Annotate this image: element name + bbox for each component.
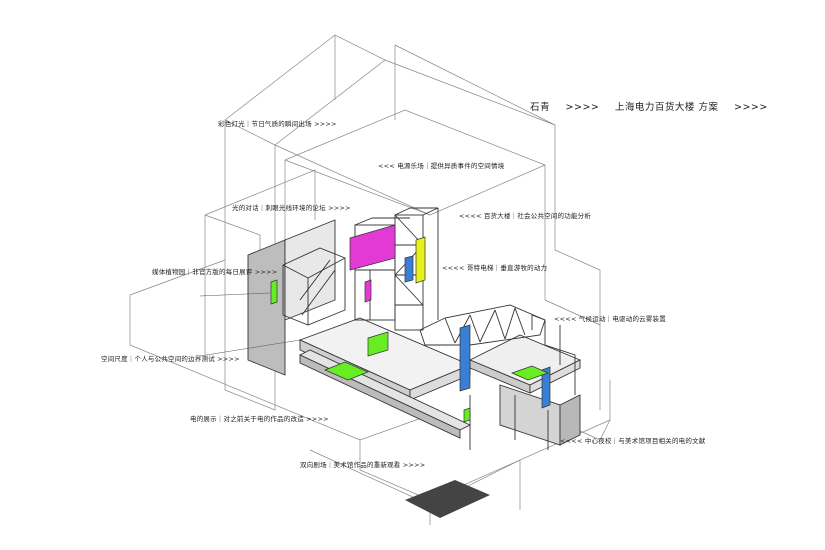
color-panels [270, 224, 551, 423]
magenta-panel [349, 224, 396, 271]
label-escalator: <<<< 哥特电梯｜垂直游牧的动力 [442, 264, 548, 272]
lime-floor-panel [324, 361, 369, 381]
label-two-way-theater: 双向剧场｜美术馆作品的重新观看 >>>> [300, 461, 426, 469]
diagram-title: 石青 >>>> 上海电力百货大楼 方案 >>>> [530, 99, 780, 113]
lime-wall-panel [367, 331, 389, 357]
lower-right-block [499, 384, 561, 446]
lime-accent-lower [463, 407, 471, 423]
yellow-panel [415, 236, 426, 284]
title-arrow-2: >>>> [733, 102, 768, 113]
building-core [247, 219, 582, 446]
label-night-school: <<<< 中心夜校｜与美术馆项目相关的电的文献 [560, 437, 706, 445]
front-left-volume [204, 169, 316, 220]
label-department-store: <<<< 百货大楼｜社会公共空间的功能分析 [459, 212, 592, 220]
blue-column-right-tower [404, 255, 414, 283]
leader-lines [199, 292, 301, 357]
project-name: 上海电力百货大楼 方案 [614, 102, 719, 113]
label-electric-show: 电的展示｜对之前关于电的作品的改造 >>>> [190, 415, 329, 423]
blue-tall-column [459, 324, 471, 392]
label-electro-music: <<< 电源乐场｜提供异质事件的空间情境 [378, 162, 505, 170]
lime-table [511, 365, 549, 381]
tall-tower-outline [224, 119, 276, 411]
title-arrow-1: >>>> [565, 102, 600, 113]
tall-tower-top [224, 34, 386, 146]
blue-right-column [541, 366, 551, 409]
author-name: 石青 [530, 102, 551, 113]
label-colored-light: 彩色灯光｜节日气质的瞬间出场 >>>> [218, 120, 337, 128]
green-strip-left [270, 279, 278, 305]
left-frame [282, 247, 346, 326]
floor-dark-strip [405, 480, 490, 518]
magenta-accent [364, 279, 372, 303]
label-space-scale: 空间尺度｜个人与公共空间的边界测试 >>>> [101, 355, 240, 363]
label-media-plants: 媒体植物园｜非官方版的每日展评 >>>> [152, 268, 278, 276]
label-air-movement: <<<< 气候运动｜电驱动的云雾装置 [554, 315, 666, 323]
label-light-dialogue: 光的对话｜刺眼光线环境的论坛 >>>> [232, 204, 351, 212]
frame-box [354, 224, 396, 321]
right-volume [554, 249, 601, 410]
left-gray-wall [247, 239, 286, 376]
lower-volume [129, 295, 431, 441]
truss-bridge [419, 304, 546, 346]
